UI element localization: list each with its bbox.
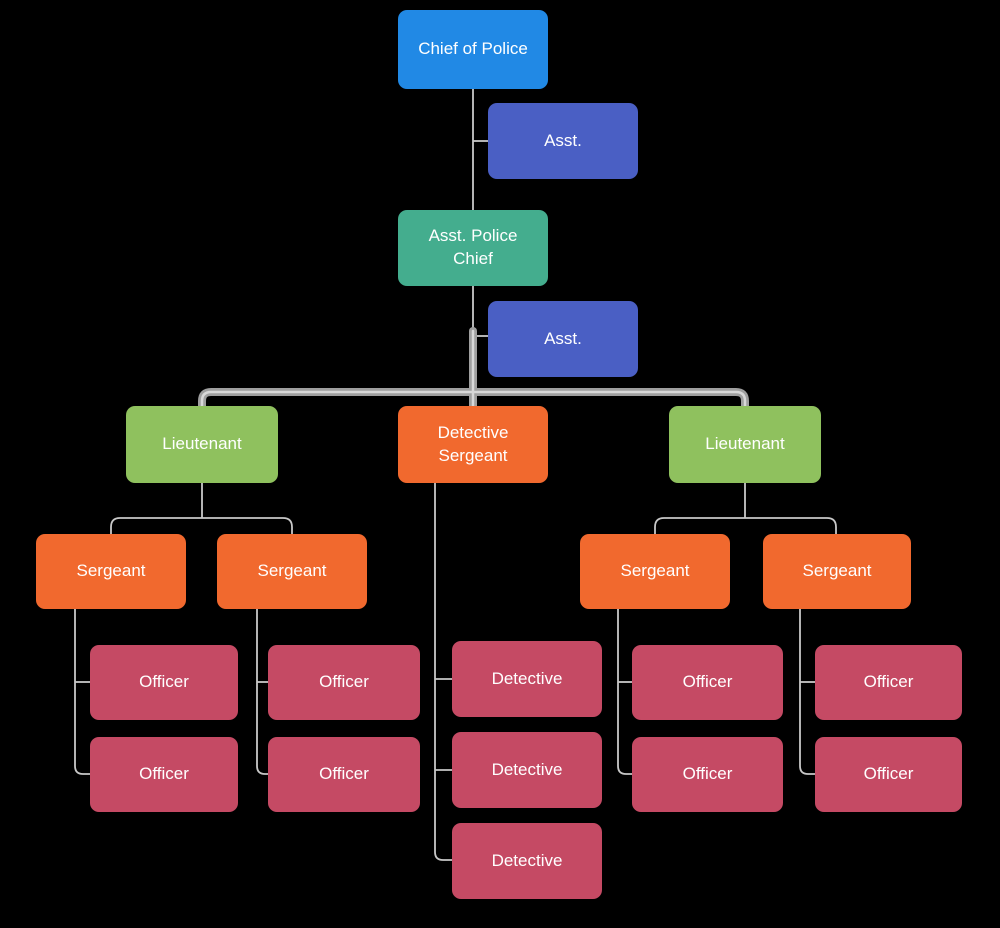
org-node-label: Asst. bbox=[544, 130, 582, 150]
org-node-label: Officer bbox=[319, 764, 369, 784]
org-node-label: Detective bbox=[491, 759, 563, 779]
org-node-asst1[interactable]: Asst. bbox=[488, 103, 638, 179]
org-node-label: Detective bbox=[491, 668, 563, 688]
org-node-label: Officer bbox=[682, 672, 733, 692]
org-node-off4b[interactable]: Officer bbox=[815, 737, 962, 812]
org-node-label: Lieutenant bbox=[705, 434, 785, 454]
org-node-label: Chief of Police bbox=[418, 39, 528, 59]
org-node-label: Officer bbox=[319, 672, 369, 692]
org-node-label: Sergeant bbox=[76, 561, 146, 581]
org-node-label: Sergeant bbox=[802, 561, 872, 581]
org-node-label: Officer bbox=[139, 672, 189, 692]
org-node-sgt3[interactable]: Sergeant bbox=[580, 534, 730, 609]
org-node-det1[interactable]: Detective bbox=[452, 641, 602, 717]
org-node-sgt4[interactable]: Sergeant bbox=[763, 534, 911, 609]
org-node-det2[interactable]: Detective bbox=[452, 732, 602, 808]
org-node-label: Asst. Police Chief bbox=[428, 226, 518, 268]
org-node-label: Officer bbox=[682, 764, 733, 784]
org-node-det3[interactable]: Detective bbox=[452, 823, 602, 899]
org-node-det-sgt[interactable]: Detective Sergeant bbox=[398, 406, 548, 483]
org-node-lt-right[interactable]: Lieutenant bbox=[669, 406, 821, 483]
org-node-label: Officer bbox=[863, 764, 914, 784]
org-node-sgt1[interactable]: Sergeant bbox=[36, 534, 186, 609]
org-node-off3a[interactable]: Officer bbox=[632, 645, 783, 720]
thin-connectors bbox=[74, 89, 837, 861]
org-node-label: Asst. bbox=[544, 328, 582, 348]
org-node-label: Officer bbox=[139, 764, 189, 784]
org-node-lt-left[interactable]: Lieutenant bbox=[126, 406, 278, 483]
org-node-off2b[interactable]: Officer bbox=[268, 737, 420, 812]
org-node-label: Detective Sergeant bbox=[437, 422, 509, 465]
org-node-label: Officer bbox=[863, 672, 914, 692]
org-node-off2a[interactable]: Officer bbox=[268, 645, 420, 720]
org-node-label: Lieutenant bbox=[162, 434, 242, 454]
org-node-off1a[interactable]: Officer bbox=[90, 645, 238, 720]
org-node-chief[interactable]: Chief of Police bbox=[398, 10, 548, 89]
thick-connectors-inner bbox=[200, 329, 747, 408]
org-node-off1b[interactable]: Officer bbox=[90, 737, 238, 812]
org-node-off4a[interactable]: Officer bbox=[815, 645, 962, 720]
org-node-asst2[interactable]: Asst. bbox=[488, 301, 638, 377]
org-node-label: Detective bbox=[491, 850, 563, 870]
org-node-label: Sergeant bbox=[257, 561, 327, 581]
org-node-off3b[interactable]: Officer bbox=[632, 737, 783, 812]
org-node-asst-chief[interactable]: Asst. Police Chief bbox=[398, 210, 548, 286]
org-node-label: Sergeant bbox=[620, 561, 690, 581]
org-node-sgt2[interactable]: Sergeant bbox=[217, 534, 367, 609]
